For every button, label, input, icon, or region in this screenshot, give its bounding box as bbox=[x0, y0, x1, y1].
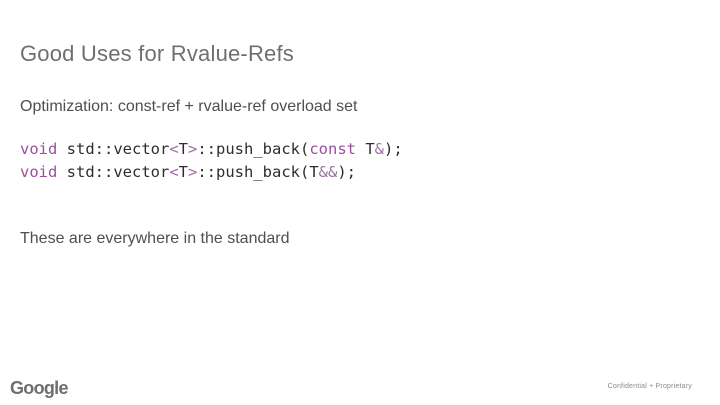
code-token-plain: ::push_back( bbox=[197, 163, 310, 181]
code-token-plain: std::vector bbox=[57, 140, 170, 158]
code-token-plain: ); bbox=[384, 140, 403, 158]
slide-subtitle: Optimization: const-ref + rvalue-ref ove… bbox=[20, 98, 358, 115]
code-token-plain: std::vector bbox=[57, 163, 170, 181]
code-token-keyword: void bbox=[20, 140, 58, 158]
code-token-plain: T bbox=[309, 163, 319, 181]
code-block: void std::vector<T>::push_back(const T&)… bbox=[20, 138, 403, 184]
code-token-plain: ::push_back( bbox=[197, 140, 310, 158]
code-token-keyword: void bbox=[20, 163, 58, 181]
code-token-operator: < bbox=[169, 140, 179, 158]
code-token-operator: && bbox=[318, 163, 338, 181]
slide-title: Good Uses for Rvalue-Refs bbox=[20, 41, 294, 66]
code-token-plain: T bbox=[356, 140, 375, 158]
code-token-plain: T bbox=[178, 140, 188, 158]
confidentiality-note: Confidential + Proprietary bbox=[607, 383, 692, 390]
code-token-operator: > bbox=[188, 163, 198, 181]
code-token-operator: < bbox=[169, 163, 179, 181]
code-token-operator: > bbox=[188, 140, 198, 158]
google-logo: Google bbox=[10, 378, 69, 398]
code-token-plain: ); bbox=[337, 163, 357, 181]
code-line: void std::vector<T>::push_back(const T&)… bbox=[20, 138, 403, 161]
code-token-keyword: const bbox=[309, 140, 356, 158]
body-text: These are everywhere in the standard bbox=[20, 230, 290, 247]
code-token-operator: & bbox=[374, 140, 385, 158]
code-line: void std::vector<T>::push_back(T&&); bbox=[20, 161, 403, 184]
code-token-plain: T bbox=[178, 163, 188, 181]
